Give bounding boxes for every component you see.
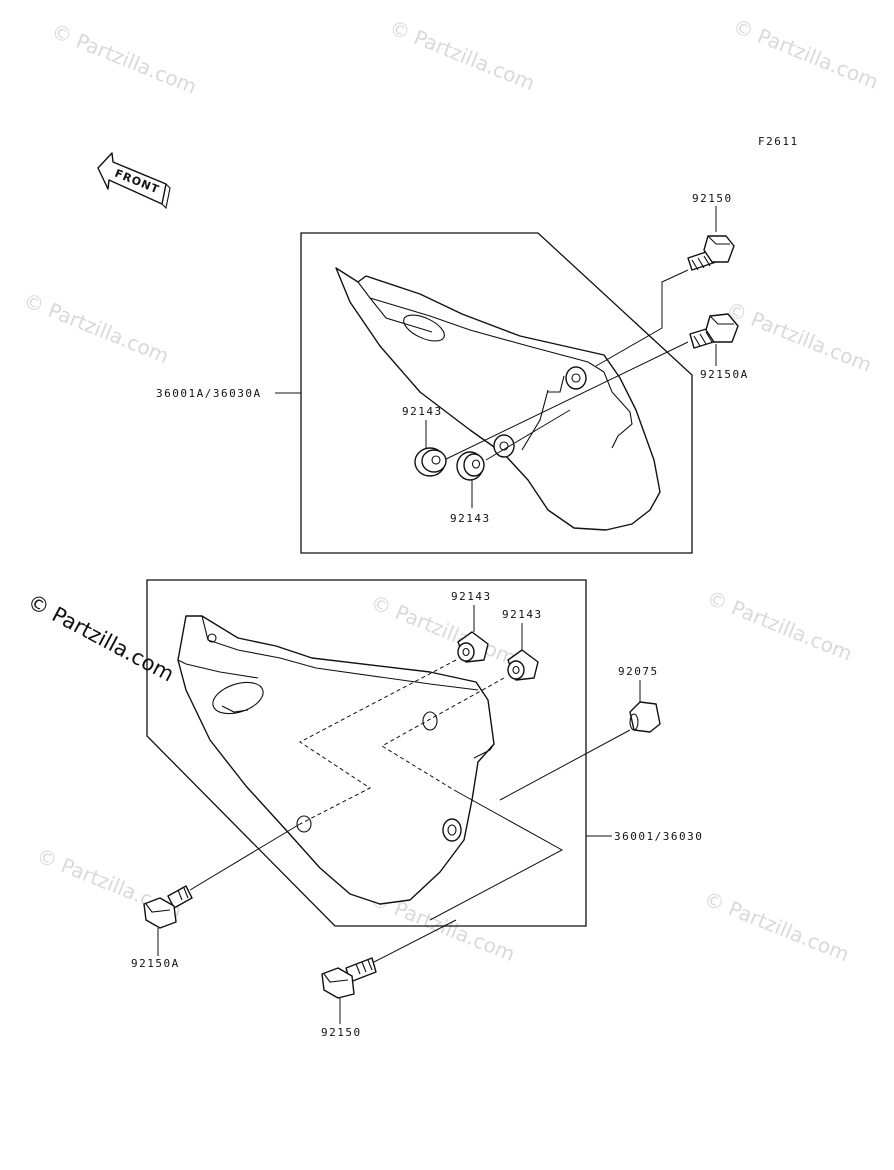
upper-assembly <box>275 206 739 554</box>
lower-side-cover <box>177 615 495 905</box>
figure-code: F2611 <box>758 135 799 148</box>
bolt-92150A-upper <box>689 313 739 349</box>
grommet-upper-bottom <box>456 451 485 481</box>
upper-frame <box>300 232 693 554</box>
lower-frame <box>146 579 587 927</box>
bolt-92150-axis <box>595 269 689 367</box>
watermark-text: © Partzilla.com <box>723 297 875 377</box>
watermark-text: © Partzilla.com <box>20 288 172 368</box>
lower-collar <box>442 818 462 842</box>
callout-bolt-lower: 92150 <box>321 1026 362 1039</box>
cap-92075-axis <box>499 729 631 801</box>
front-arrow-icon: FRONT <box>97 152 171 210</box>
callout-cap: 92075 <box>618 665 659 678</box>
bolt-92150A-axis <box>439 341 689 463</box>
lower-assembly <box>143 579 661 1024</box>
callout-grommet-lower-right: 92143 <box>502 608 543 621</box>
lower-hole-2 <box>296 815 312 833</box>
callout-cover-lower: 36001/36030 <box>614 830 703 843</box>
watermark-text: © Partzilla.com <box>701 886 853 966</box>
lower-dashed-path-1 <box>299 659 457 825</box>
callout-grommet-lower-left: 92143 <box>451 590 492 603</box>
watermark-text: © Partzilla.com <box>704 586 856 666</box>
upper-collar-1 <box>565 366 587 390</box>
grommet-upper-left <box>414 447 447 477</box>
grommet-lower-left <box>457 631 489 663</box>
grommet-lower-right <box>507 649 539 681</box>
lower-hole-1 <box>422 711 438 731</box>
callout-bolt-top: 92150 <box>692 192 733 205</box>
bolt-92150A-lower-axis <box>189 823 301 891</box>
cap-92075 <box>629 701 661 733</box>
watermark-text: © Partzilla.com <box>48 19 200 99</box>
callout-bolt-lower-a: 92150A <box>131 957 180 970</box>
watermark-text-prominent: © Partzilla.com <box>24 589 178 686</box>
upper-collar-2 <box>493 434 515 458</box>
watermark-text: © Partzilla.com <box>730 14 882 94</box>
bolt-92150-lower-axis <box>373 919 457 963</box>
watermark-text: © Partzilla.com <box>386 15 538 95</box>
bolt-92150-upper <box>687 235 735 271</box>
callout-grommet-upper-left: 92143 <box>402 405 443 418</box>
bolt-92150-lower <box>321 957 377 999</box>
bolt-92150A-lower <box>143 885 193 929</box>
callout-bolt-top-a: 92150A <box>700 368 749 381</box>
upper-cover-hole <box>403 314 445 342</box>
watermark-text: © Partzilla.com <box>367 590 519 670</box>
callout-grommet-upper-bottom: 92143 <box>450 512 491 525</box>
callout-cover-upper: 36001A/36030A <box>156 387 262 400</box>
upper-side-cover <box>335 267 661 531</box>
